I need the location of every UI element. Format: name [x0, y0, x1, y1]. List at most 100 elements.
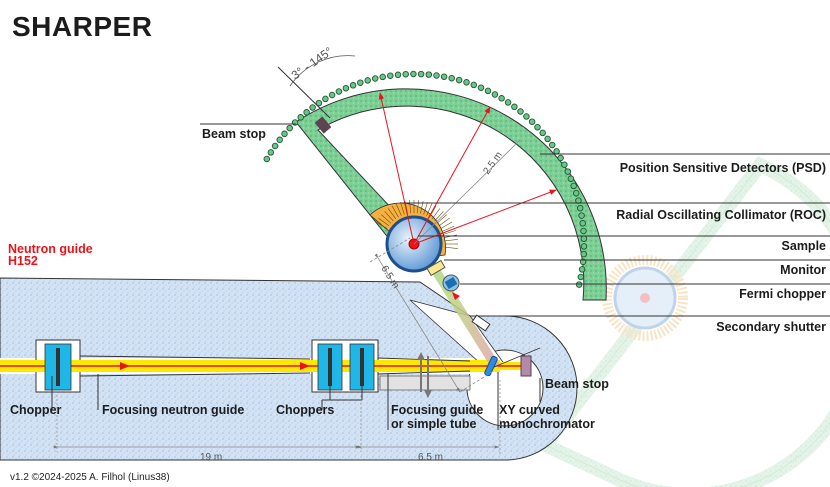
- copyright-footer: v1.2 ©2024-2025 A. Filhol (Linus38): [10, 472, 170, 483]
- detector-tube: [517, 108, 524, 115]
- collimator-slat: [434, 211, 444, 222]
- beam-stop-bottom: [520, 355, 532, 377]
- neutron-guide-label: Neutron guide: [8, 242, 93, 256]
- detector-tube: [267, 149, 275, 156]
- collimator-slat: [426, 203, 433, 216]
- monochromator-label: XY curved: [499, 403, 560, 417]
- detector-tube: [455, 76, 463, 84]
- collimator-slat: [442, 225, 455, 232]
- detector-shielding: [295, 88, 607, 301]
- detector-tube: [281, 130, 288, 138]
- collimator-slat: [443, 230, 456, 235]
- monitor-label: Monitor: [780, 263, 826, 277]
- detector-tube: [440, 73, 448, 80]
- simple-tube-label: or simple tube: [391, 417, 476, 431]
- length-dimensions: 19 m 6.5 m: [53, 380, 501, 463]
- detector-tube: [491, 91, 499, 98]
- detector-tube: [564, 168, 572, 175]
- focusing-guide-label: Focusing guide: [391, 403, 483, 417]
- detector-tube: [394, 71, 402, 79]
- collimator-slat: [436, 214, 447, 224]
- detector-tube: [578, 212, 585, 219]
- detector-tube: [342, 84, 350, 92]
- detector-tube: [580, 250, 587, 258]
- guide-length-label: 19 m: [200, 452, 222, 463]
- detector-tube: [263, 155, 271, 163]
- detector-tube: [544, 135, 551, 143]
- detector-tube: [548, 141, 556, 149]
- detector-tube: [523, 113, 530, 120]
- detector-tube: [276, 136, 283, 144]
- angle-range-label: 3° - 145°: [289, 44, 336, 83]
- detector-tube: [335, 88, 343, 95]
- secondary-shutter: [471, 314, 491, 332]
- beam-stop-top: [314, 116, 332, 134]
- detector-tube: [328, 91, 336, 99]
- psd-label: Position Sensitive Detectors (PSD): [620, 161, 826, 175]
- monochromator-area: [471, 314, 541, 377]
- collimator-slat: [387, 208, 397, 220]
- detector-tube: [570, 182, 577, 190]
- detector-tube: [477, 84, 485, 91]
- collimator-slat: [395, 203, 402, 216]
- detector-tube: [511, 103, 518, 111]
- chopper-label: Chopper: [10, 403, 62, 417]
- choppers-label: Choppers: [276, 403, 334, 417]
- beam-stop-bottom-label: Beam stop: [545, 377, 609, 391]
- detector-tube: [557, 154, 564, 162]
- collimator-slat: [416, 200, 419, 214]
- detector-tube: [379, 73, 386, 81]
- detector-tube: [539, 129, 546, 137]
- detector-tube: [349, 82, 357, 89]
- detector-tube: [357, 79, 364, 86]
- collimator-slat: [375, 221, 388, 229]
- fermi-chopper-label: Fermi chopper: [739, 287, 826, 301]
- detector-tube: [364, 77, 371, 84]
- collimator-slat: [429, 205, 437, 218]
- detector-tube: [387, 72, 394, 79]
- detector-tube: [580, 227, 587, 235]
- detector-tube: [498, 95, 505, 102]
- alternate-position-ghost: [534, 156, 830, 487]
- detector-tube: [578, 266, 586, 273]
- detector-tube: [303, 109, 310, 116]
- neutron-guide-id: H152: [8, 254, 38, 268]
- collimator-slat: [444, 239, 458, 242]
- choppers: [44, 343, 375, 391]
- detector-tube: [371, 75, 379, 82]
- detector-tube: [576, 204, 584, 212]
- tube-length-label: 6.5 m: [418, 452, 443, 463]
- detector-tube: [580, 235, 588, 242]
- detector-tube: [553, 148, 560, 155]
- detector-tube: [580, 243, 588, 250]
- collimator-slat: [444, 246, 458, 249]
- detector-tube: [271, 142, 279, 150]
- detector-tube: [410, 70, 417, 78]
- leader-lines: [51, 123, 830, 430]
- collimator-slat: [423, 202, 428, 215]
- detector-radius-label: 2.5 m: [481, 150, 504, 177]
- sample-label: Sample: [782, 239, 827, 253]
- detector-tube: [528, 118, 536, 125]
- position-sensitive-detectors: [263, 70, 588, 288]
- page-title: SHARPER: [12, 11, 152, 42]
- radial-oscillating-collimator: [375, 200, 458, 249]
- detector-tube: [322, 95, 329, 103]
- detector-tube: [425, 71, 433, 78]
- beam-direction-arrow: [300, 362, 310, 370]
- collimator-slat: [409, 200, 412, 214]
- detector-tube: [504, 99, 512, 106]
- beam-direction-arrow: [120, 362, 130, 370]
- detector-tube: [567, 175, 575, 182]
- detector-tube: [463, 79, 470, 86]
- detector-tube: [402, 70, 409, 78]
- detector-tube: [286, 124, 293, 132]
- roc-label: Radial Oscillating Collimator (ROC): [616, 208, 826, 222]
- detector-tube: [470, 81, 478, 89]
- collimator-slat: [381, 214, 392, 224]
- collimator-slat: [440, 221, 453, 229]
- monochromator-label-2: monochromator: [499, 417, 595, 431]
- detector-tube: [448, 74, 455, 82]
